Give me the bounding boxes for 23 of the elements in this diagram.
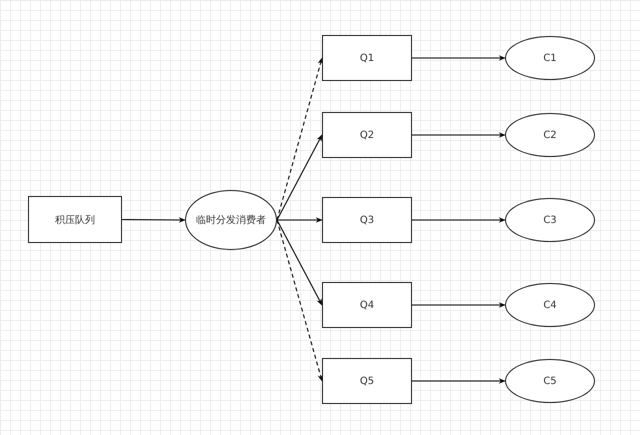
process-ellipse: C2 <box>505 113 595 157</box>
arrow <box>122 217 186 223</box>
process-box: Q1 <box>322 35 412 81</box>
arrow <box>276 220 323 382</box>
arrow <box>276 134 322 220</box>
process-ellipse: C5 <box>505 359 595 403</box>
process-box: Q4 <box>322 282 412 328</box>
arrow <box>277 217 323 223</box>
arrow <box>412 55 506 61</box>
arrow <box>276 57 323 220</box>
process-ellipse: 临时分发消费者 <box>185 190 277 250</box>
process-box: Q5 <box>322 358 412 404</box>
process-ellipse: C1 <box>505 36 595 80</box>
process-ellipse: C3 <box>505 198 595 242</box>
process-box: Q2 <box>322 112 412 158</box>
arrow <box>412 217 506 223</box>
arrow <box>412 132 506 138</box>
process-box: 积压队列 <box>28 196 122 243</box>
process-ellipse: C4 <box>505 283 595 327</box>
process-box: Q3 <box>322 197 412 243</box>
arrow <box>412 302 506 308</box>
arrow <box>276 220 322 306</box>
arrow <box>412 378 506 384</box>
